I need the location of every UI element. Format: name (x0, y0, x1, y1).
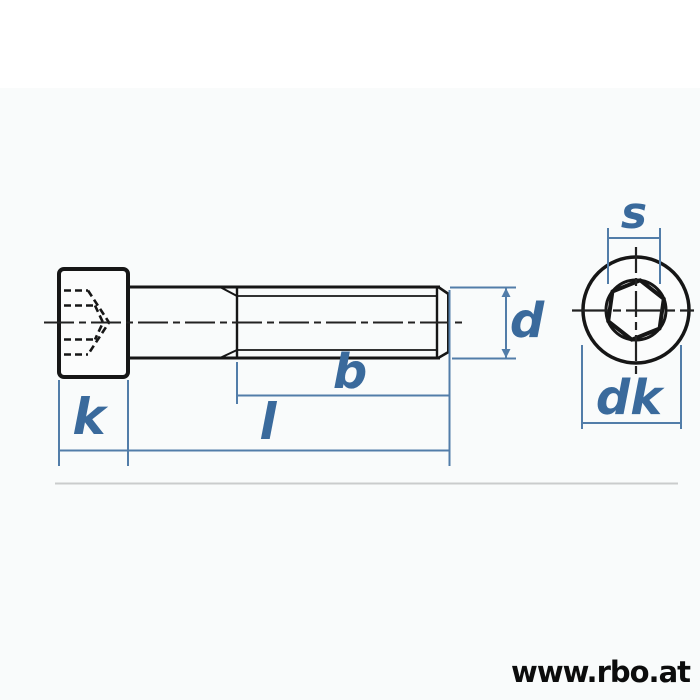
dim-label-b: b (332, 344, 368, 400)
hex-socket-outline (606, 278, 666, 342)
side-view (44, 267, 462, 379)
end-view (572, 247, 694, 375)
dim-label-dk: dk (595, 370, 663, 426)
dim-arrowheads-d (501, 288, 511, 358)
watermark-text: www.rbo.at (511, 655, 691, 689)
image-background-band (0, 88, 700, 700)
dim-label-k: k (72, 388, 106, 446)
dim-label-s: s (620, 188, 648, 239)
dim-label-d: d (509, 293, 545, 349)
dimension-lines (58, 228, 682, 466)
dim-label-l: l (259, 393, 277, 451)
